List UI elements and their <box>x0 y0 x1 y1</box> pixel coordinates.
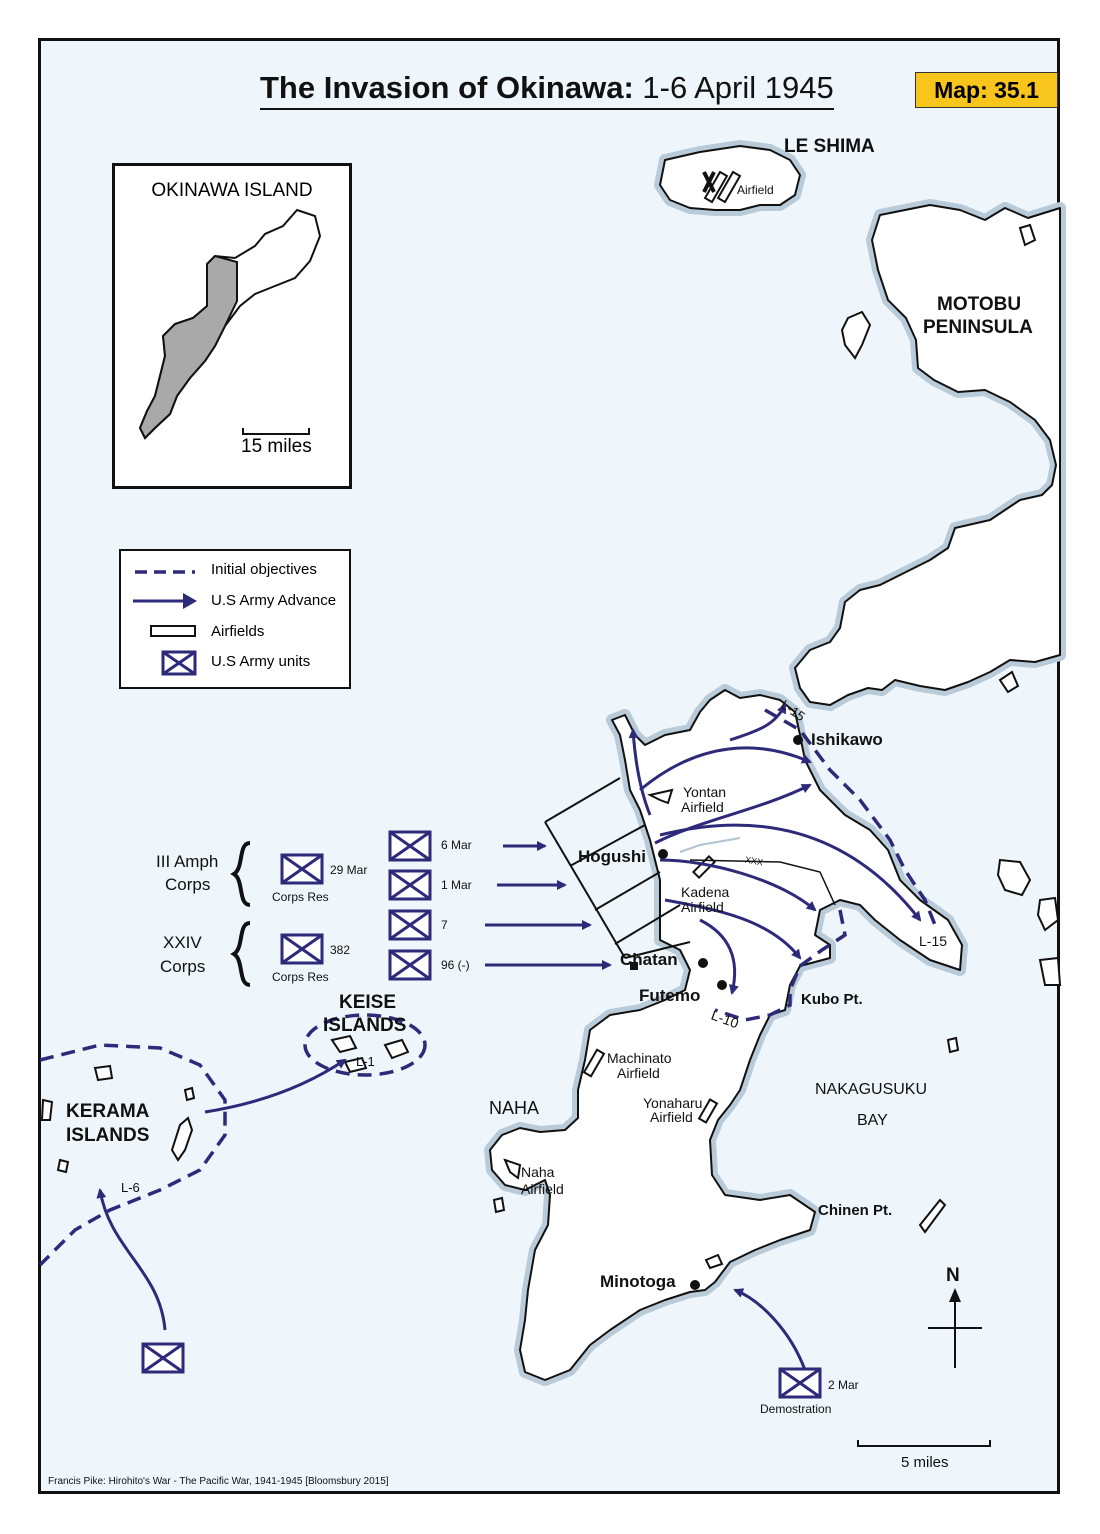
label-nakagusuku: NAKAGUSUKU <box>815 1081 928 1098</box>
legend-army-units: U.S Army units <box>211 653 311 670</box>
airfield-naha-1: Naha <box>521 1164 555 1180</box>
place-chatan: Chatan <box>620 950 678 969</box>
map-legend: Initial objectives U.S Army Advance Airf… <box>119 549 351 689</box>
place-chinen-pt: Chinen Pt. <box>818 1202 893 1219</box>
unit-2-mar: 2 Mar <box>828 1378 859 1392</box>
legend-initial-objectives: Initial objectives <box>211 561 317 578</box>
compass-north-label: N <box>946 1265 960 1286</box>
corps-xxiv-2: Corps <box>160 957 206 976</box>
unit-29-mar: 29 Mar <box>330 863 368 877</box>
scale-label: 5 miles <box>901 1454 949 1471</box>
unit-6-mar: 6 Mar <box>441 838 472 852</box>
line-l6: L-6 <box>121 1180 140 1195</box>
inset-island-icon <box>138 208 322 440</box>
initial-objectives <box>38 708 937 1267</box>
airfield-yontan-2: Airfield <box>681 799 724 815</box>
airfield-kadena-1: Kadena <box>681 884 730 900</box>
unit-29-mar-res: Corps Res <box>272 890 329 904</box>
label-kerama: KERAMA <box>66 1101 150 1122</box>
inset-map: OKINAWA ISLAND 15 miles <box>112 163 352 489</box>
label-kerama-islands: ISLANDS <box>66 1125 150 1146</box>
corps-xxiv-1: XXIV <box>163 933 202 952</box>
corps-boundary <box>689 859 836 906</box>
place-kubo-pt: Kubo Pt. <box>801 991 863 1008</box>
river <box>679 837 741 853</box>
inset-scale-label: 15 miles <box>241 436 312 457</box>
compass-rose-icon <box>928 1300 982 1368</box>
airfield-machinato-2: Airfield <box>617 1065 660 1081</box>
airfield-yonaharu-1: Yonaharu <box>643 1095 703 1111</box>
advance-arrows <box>96 703 922 1371</box>
label-peninsula: PENINSULA <box>923 317 1033 338</box>
inset-title: OKINAWA ISLAND <box>151 180 313 201</box>
label-motobu: MOTOBU <box>937 294 1022 315</box>
unit-7: 7 <box>441 918 448 932</box>
line-l15-east: L-15 <box>919 933 948 949</box>
small-islands <box>40 223 1062 1270</box>
airfield-machinato-1: Machinato <box>607 1050 672 1066</box>
airfield-kadena-2: Airfield <box>681 899 724 915</box>
unit-382: 382 <box>330 943 351 957</box>
town-dots <box>630 735 803 1290</box>
unit-demonstration: Demostration <box>760 1402 832 1416</box>
airfield-le-shima: Airfield <box>737 183 774 197</box>
corps-amph-1: III Amph <box>156 852 219 871</box>
landing-beaches <box>544 777 691 959</box>
airfield-strips <box>503 170 742 1180</box>
map-title: The Invasion of Okinawa: 1-6 April 1945 <box>260 70 834 110</box>
place-ishikawo: Ishikawo <box>811 730 883 749</box>
unit-1-mar: 1 Mar <box>441 878 472 892</box>
place-hogushi: Hogushi <box>578 847 646 866</box>
line-l1: L-1 <box>356 1054 375 1069</box>
north-arrow-icon <box>949 1288 961 1302</box>
label-keise: KEISE <box>339 992 397 1013</box>
corps-amph-2: Corps <box>165 875 211 894</box>
label-le-shima: LE SHIMA <box>784 136 875 157</box>
airfield-yontan-1: Yontan <box>683 784 727 800</box>
label-bay: BAY <box>857 1112 888 1129</box>
airfield-naha-2: Airfield <box>521 1181 564 1197</box>
unit-96: 96 (-) <box>441 958 470 972</box>
place-minotoga: Minotoga <box>600 1272 676 1291</box>
legend-symbols <box>133 570 197 676</box>
map-number-badge: Map: 35.1 <box>915 72 1058 108</box>
place-futemo: Futemo <box>639 986 701 1005</box>
airfield-yonaharu-2: Airfield <box>650 1109 693 1125</box>
legend-army-advance: U.S Army Advance <box>211 592 337 609</box>
le-shima-cross-icon <box>702 171 716 193</box>
corps-braces <box>230 841 251 987</box>
scale-bar <box>857 1440 991 1447</box>
unit-382-res: Corps Res <box>272 970 329 984</box>
source-credit: Francis Pike: Hirohito's War - The Pacif… <box>48 1476 389 1487</box>
land <box>489 145 1061 1381</box>
label-naha: NAHA <box>489 1098 540 1118</box>
label-keise-islands: ISLANDS <box>323 1015 407 1036</box>
legend-airfields: Airfields <box>211 623 265 640</box>
